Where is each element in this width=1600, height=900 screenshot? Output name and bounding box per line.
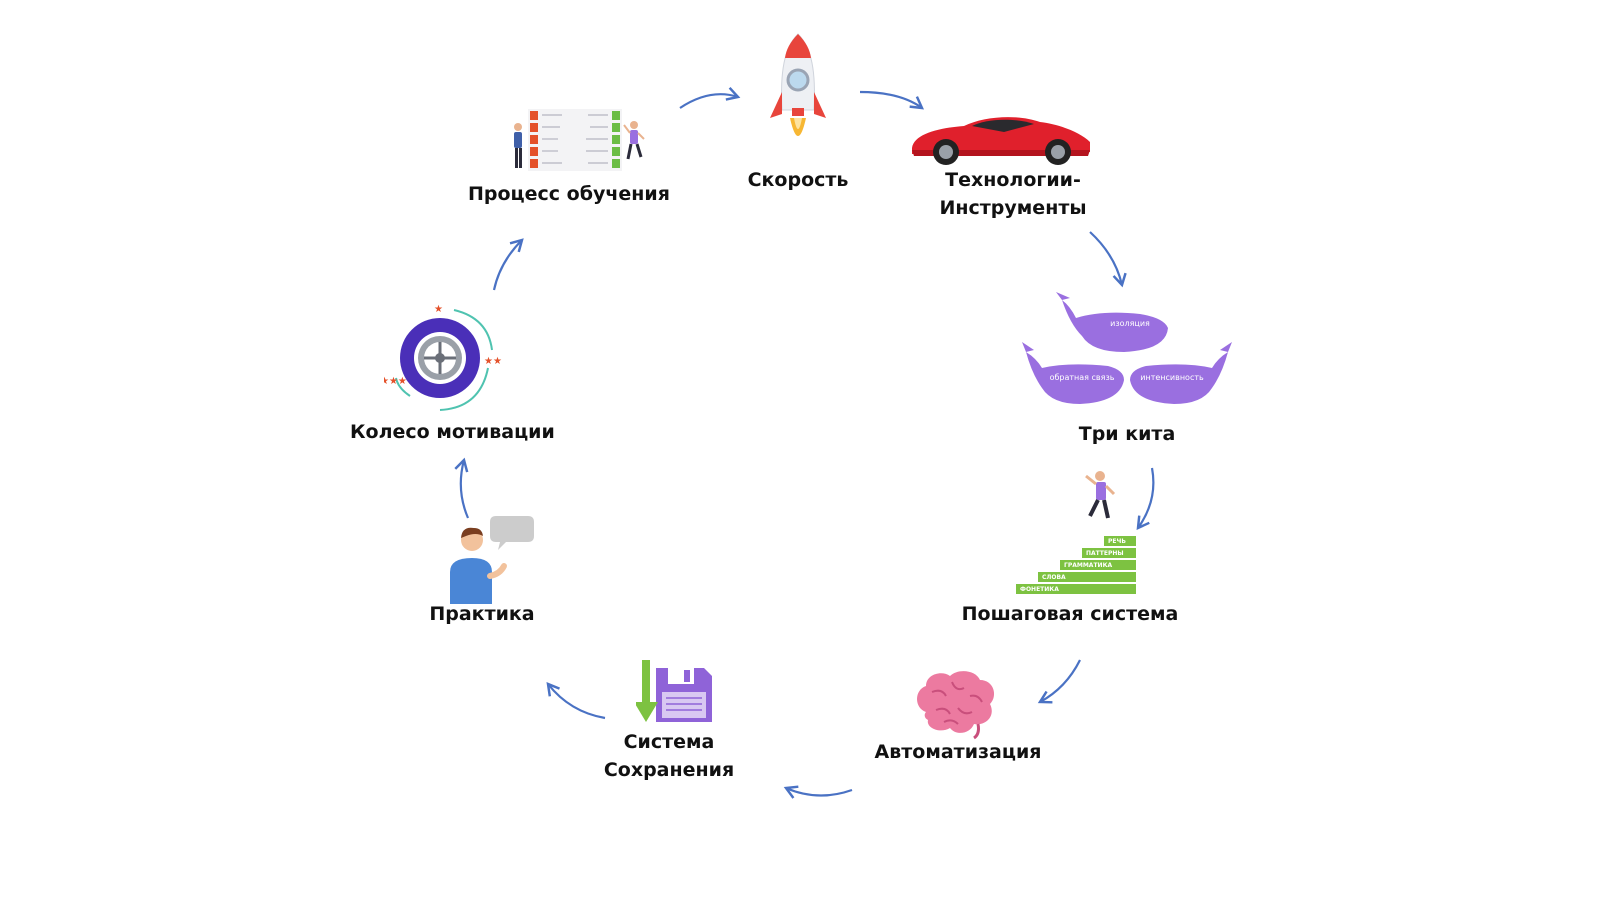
stepwise-label: Пошаговая система [961,603,1179,625]
tech-label-line1: Технологии- [945,169,1081,191]
arrow-speed-to-tech [859,90,925,110]
step-label-1: РЕЧЬ [1108,538,1126,545]
motivation-label: Колесо мотивации [350,421,555,443]
speaking-person-icon [450,516,534,604]
motivation-wheel-icon: ★ ★★ ★★★ [384,304,502,411]
arrow-practice-to-motivation [454,457,470,519]
automation-label: Автоматизация [874,741,1042,763]
whale-top-label: изоляция [1110,319,1150,328]
floppy-disk-icon [636,660,712,722]
stairs-icon: РЕЧЬ ПАТТЕРНЫ ГРАММАТИКА СЛОВА ФОНЕТИКА [1016,471,1136,594]
arrow-learning-to-speed [679,87,741,109]
step-label-3: ГРАММАТИКА [1064,562,1112,569]
whale-right-label: интенсивность [1140,373,1204,382]
whale-top [1056,292,1168,352]
arrow-stairs-to-brain [1037,659,1081,704]
step-label-2: ПАТТЕРНЫ [1086,550,1124,557]
whales-label: Три кита [1078,423,1176,445]
learning-table-icon [514,109,645,171]
arrow-brain-to-saving [783,785,853,799]
tech-label: Технологии- Инструменты [918,166,1108,222]
arrow-whales-to-stairs [1136,467,1155,531]
saving-label: Система Сохранения [594,728,744,784]
svg-text:★: ★ [434,304,443,315]
brain-icon [917,671,995,740]
saving-label-line1: Система [623,731,715,753]
tech-label-line2: Инструменты [939,197,1087,219]
step-label-4: СЛОВА [1042,574,1066,581]
arrow-saving-to-practice [546,682,606,720]
student-figure-left [514,123,522,168]
speed-label: Скорость [747,169,849,191]
arrow-motivation-to-learning [492,238,524,291]
practice-label: Практика [429,603,535,625]
speech-bubble [490,516,534,550]
learning-label: Процесс обучения [468,183,670,205]
whale-left [1022,342,1124,404]
svg-text:★★: ★★ [484,356,502,367]
whale-right [1130,342,1232,404]
rocket-icon [770,33,826,136]
step-label-5: ФОНЕТИКА [1020,586,1059,593]
arrow-tech-to-whales [1089,231,1127,288]
whale-left-label: обратная связь [1050,373,1115,382]
student-figure-right [623,121,645,160]
climbing-person [1085,471,1116,519]
saving-label-line2: Сохранения [603,759,735,781]
sports-car-icon [912,117,1090,165]
whales-icon: изоляция обратная связь интенсивность [1022,292,1232,404]
svg-text:★★★: ★★★ [384,376,407,387]
